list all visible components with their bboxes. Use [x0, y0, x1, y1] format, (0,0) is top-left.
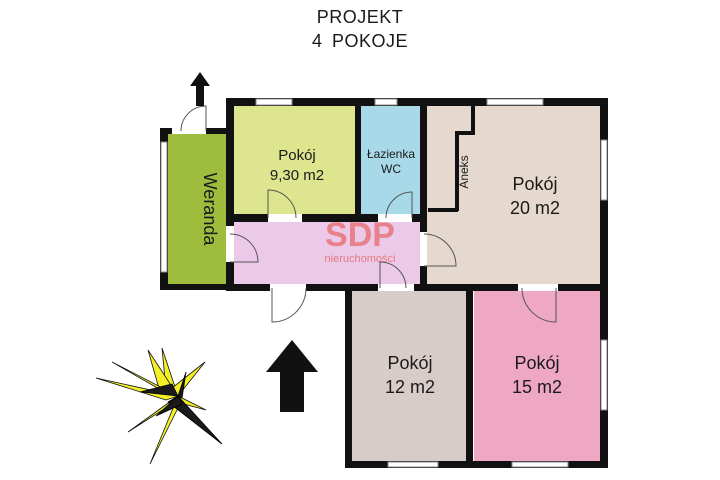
room-weranda-name: Weranda [200, 173, 220, 247]
room-weranda-fill [168, 134, 228, 284]
exit-arrow-icon [190, 72, 210, 106]
watermark-brand: SDP [325, 216, 395, 254]
room-pokoj-12-fill [351, 290, 468, 461]
room-pokoj-15-area: 15 m2 [512, 377, 562, 397]
room-pokoj-20-name: Pokój [512, 174, 557, 194]
room-pokoj-9-fill [233, 106, 357, 216]
room-aneks-name: Aneks [457, 155, 471, 188]
room-pokoj-15-name: Pokój [514, 353, 559, 373]
room-pokoj-9-name: Pokój [278, 147, 316, 164]
room-hall-fill [233, 222, 423, 284]
entrance-arrow-icon [266, 340, 318, 412]
room-pokoj-20-area: 20 m2 [510, 198, 560, 218]
room-pokoj-20-fill [427, 106, 600, 286]
room-pokoj-12-area: 12 m2 [385, 377, 435, 397]
watermark-sub: nieruchomości [325, 253, 396, 265]
room-pokoj-12-name: Pokój [387, 353, 432, 373]
door-openings [172, 128, 558, 291]
project-title: PROJEKT [316, 7, 404, 27]
room-pokoj-15-fill [474, 290, 600, 461]
room-lazienka-name: Łazienka [367, 147, 415, 161]
room-lazienka-area: WC [381, 162, 401, 176]
compass-icon [95, 347, 223, 465]
door-swings [180, 105, 557, 323]
windows [160, 98, 608, 468]
project-subtitle: 4 POKOJE [311, 31, 409, 51]
room-lazienka-fill [361, 106, 423, 216]
room-pokoj-9-area: 9,30 m2 [270, 167, 324, 184]
